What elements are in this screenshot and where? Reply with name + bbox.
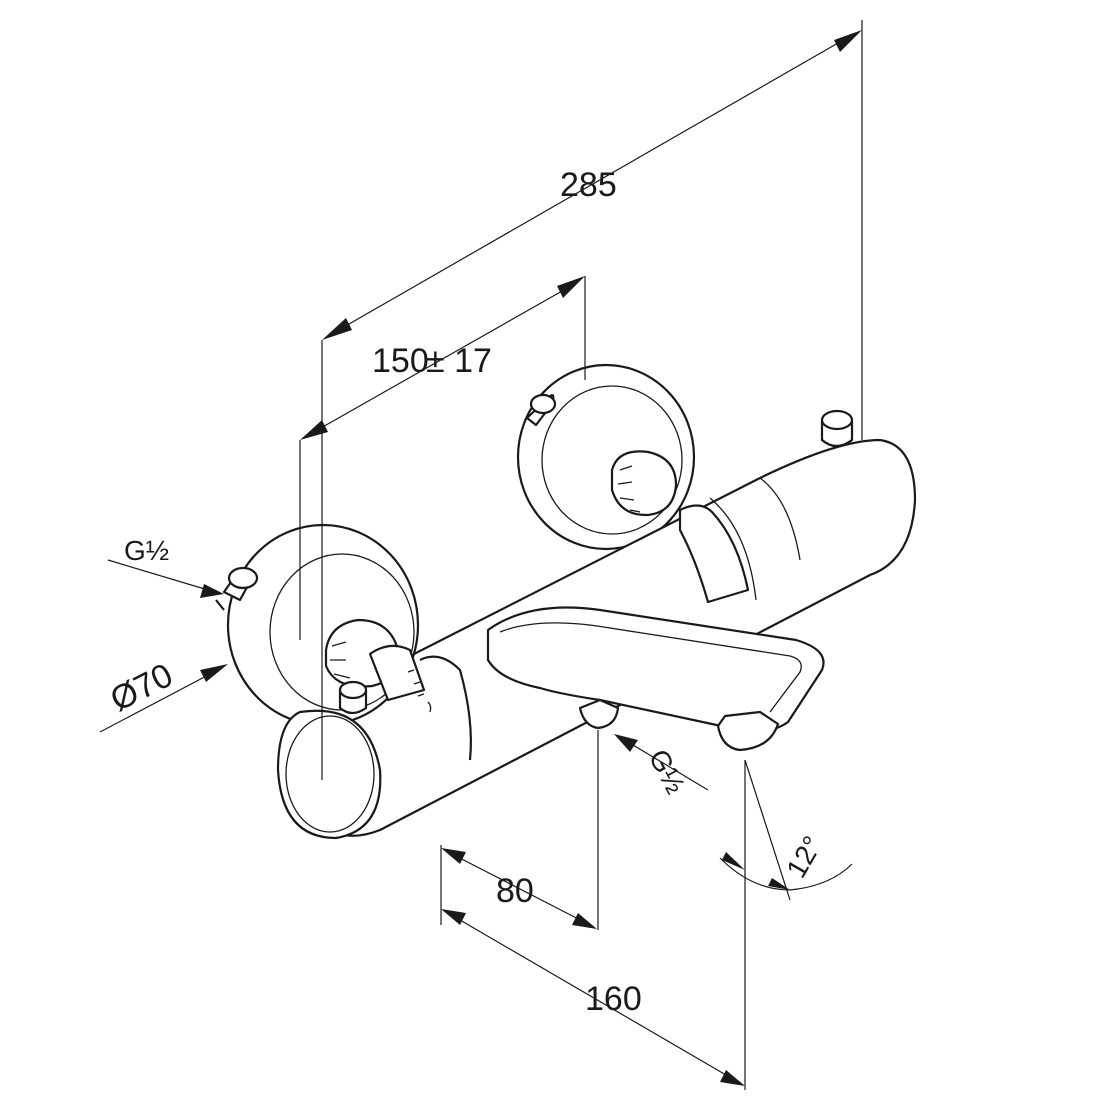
dim-285-line bbox=[329, 34, 853, 336]
dim-160-label: 160 bbox=[585, 980, 642, 1018]
dimension-lines bbox=[99, 20, 863, 1090]
dim-150-tolerance: ± 17 bbox=[426, 342, 492, 380]
dim-150-label-group: 150 ± 17 bbox=[372, 342, 492, 380]
dim-150-line bbox=[304, 281, 579, 438]
angle-arrow-a bbox=[722, 852, 745, 870]
angle-arrow-b bbox=[768, 878, 790, 890]
inlet-arrow bbox=[200, 584, 224, 598]
temperature-handle bbox=[276, 655, 472, 840]
outlet-thread-label: G½ bbox=[643, 744, 692, 798]
dim-80-label: 80 bbox=[496, 872, 534, 910]
spout-angle-label: 12° bbox=[780, 831, 828, 883]
dim-160-line bbox=[447, 912, 739, 1083]
mixer-body bbox=[215, 363, 917, 840]
outlet-arrow bbox=[614, 734, 638, 752]
left-wall-flange bbox=[215, 523, 426, 727]
dim-80-arrow-end bbox=[572, 913, 597, 929]
dim-160-arrow-end bbox=[720, 1070, 745, 1086]
dim-160-arrow-start bbox=[441, 909, 466, 925]
dim-285-arrow-end bbox=[834, 30, 862, 52]
angle-arc bbox=[719, 857, 853, 891]
dim-285-label: 285 bbox=[560, 166, 617, 204]
dim-150-label: 150 bbox=[372, 342, 429, 380]
inlet-thread-label: G½ bbox=[124, 535, 169, 566]
dim-80-line bbox=[447, 851, 591, 926]
dim-150-arrow-end bbox=[557, 276, 585, 298]
thermostat-button bbox=[820, 409, 854, 448]
spout bbox=[486, 504, 825, 752]
dim-285-arrow-start bbox=[322, 318, 352, 340]
dia-arrow bbox=[200, 664, 228, 682]
dim-80-arrow-start bbox=[441, 848, 466, 864]
dim-150-arrow-start bbox=[300, 420, 328, 440]
right-wall-flange bbox=[516, 363, 696, 551]
